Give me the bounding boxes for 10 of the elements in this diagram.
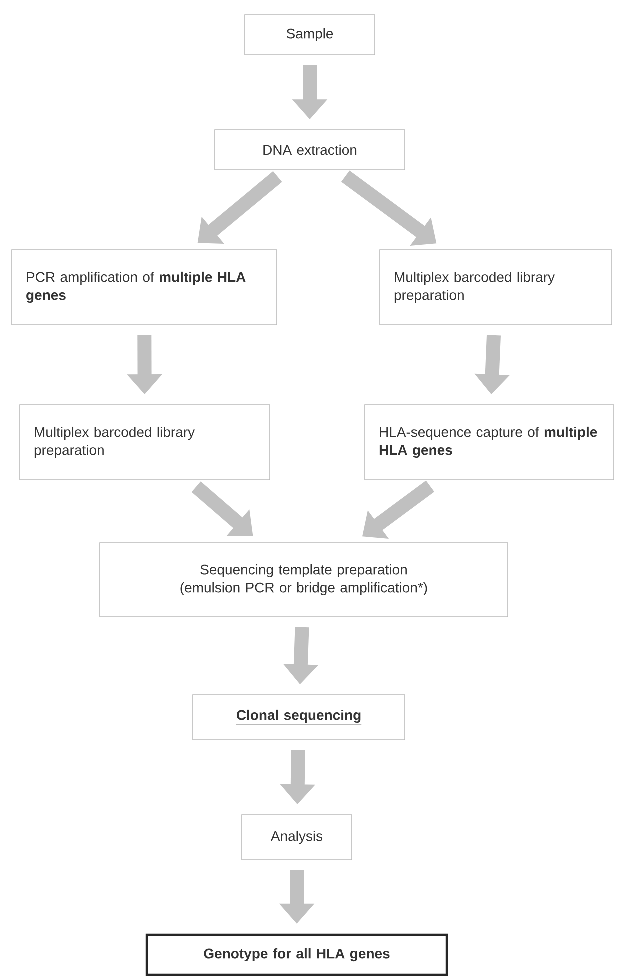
step-box: HLA-sequence capture of multiple HLA genes <box>364 404 614 480</box>
step-box: Multiplex barcoded library preparation <box>380 250 612 326</box>
step-box: Sample <box>244 14 376 56</box>
step-box: PCR amplification of multiple HLA genes <box>12 250 278 326</box>
step-box: Multiplex barcoded library preparation <box>20 404 270 480</box>
step-box: Analysis <box>242 814 352 860</box>
result-box: Genotype for all HLA genes <box>146 934 448 976</box>
step-box: Sequencing template preparation (emulsion PCR or bridge amplification*) <box>100 542 508 618</box>
step-box: DNA extraction <box>214 130 406 170</box>
step-box: Clonal sequencing <box>192 694 406 740</box>
